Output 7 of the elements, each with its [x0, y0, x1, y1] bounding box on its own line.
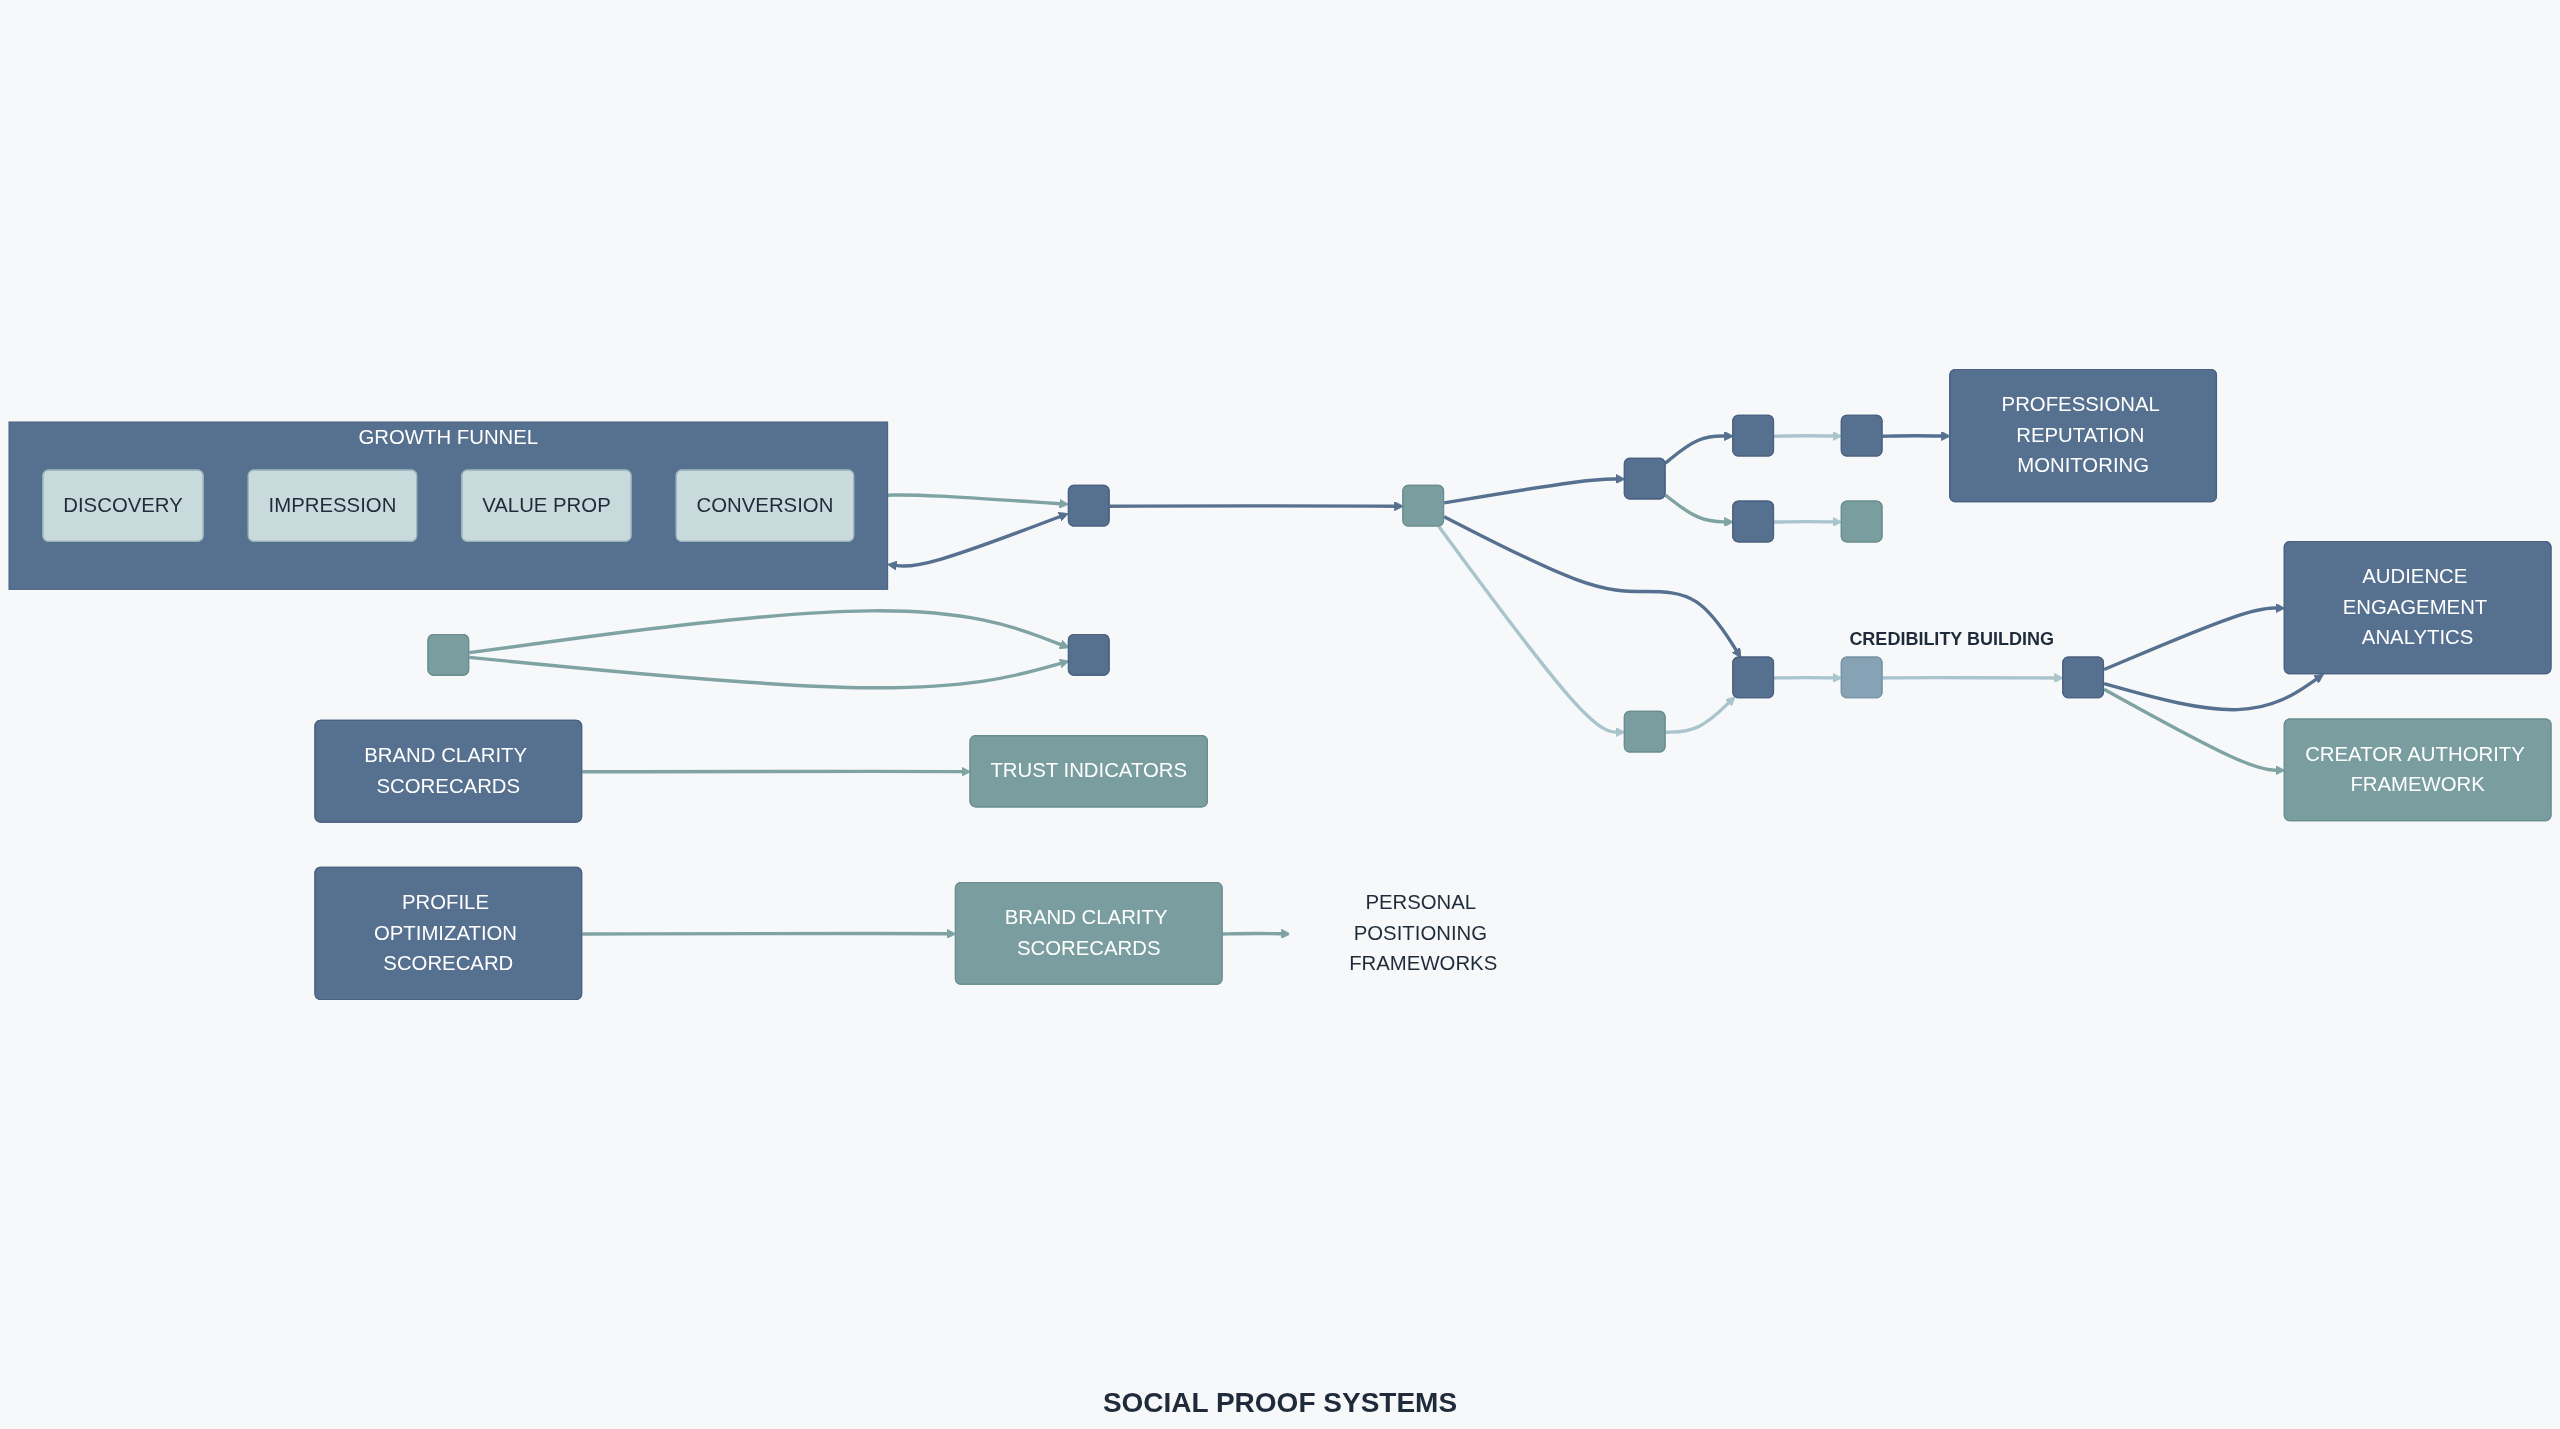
arrow — [887, 512, 1069, 571]
arrow — [1443, 515, 1742, 659]
label-text: SOCIAL PROOF SYSTEMS — [1102, 1387, 1458, 1418]
arrow — [1665, 696, 1736, 734]
arrow — [887, 493, 1069, 509]
arrow — [2103, 673, 2324, 712]
node-text: PERSONAL POSITIONING FRAMEWORKS — [1349, 891, 1498, 975]
